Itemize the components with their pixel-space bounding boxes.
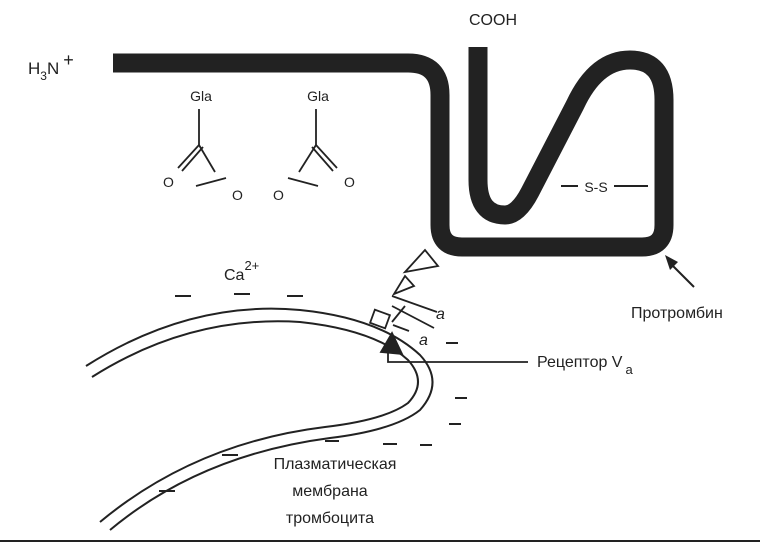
carboxylate-1	[177, 109, 227, 187]
factor-triangle-upper	[402, 248, 440, 274]
membrane-outer-line	[85, 307, 434, 531]
n-terminus-h: H	[28, 59, 40, 78]
factor-a-label-1: a	[436, 306, 445, 323]
membrane-label-line3: тромбоцита	[286, 510, 374, 527]
factor-triangle-lower	[391, 274, 416, 296]
c-terminus-label: COOH	[469, 12, 517, 29]
calcium-sup: 2+	[244, 258, 259, 273]
negative-charges	[159, 293, 467, 492]
carboxylate-1-o-right: O	[232, 187, 243, 203]
receptor-label-sub: a	[625, 362, 633, 377]
receptor-label-base: Рецептор V	[537, 354, 623, 371]
calcium-base: Ca	[224, 267, 245, 284]
prothrombin-label: Протромбин	[631, 305, 723, 322]
carboxylate-2-o-left: O	[273, 187, 284, 203]
membrane-label-line1: Плазматическая	[274, 456, 397, 473]
n-terminus-n: N	[47, 59, 59, 78]
gla-2-label: Gla	[307, 88, 329, 104]
receptor-pointer	[387, 353, 528, 363]
membrane-label-line2: мембрана	[292, 483, 368, 500]
prothrombin-chain	[113, 47, 674, 257]
disulfide-label: S-S	[584, 179, 607, 195]
receptor-va	[368, 248, 440, 356]
calcium-label: Ca2+	[224, 258, 259, 284]
n-terminus-sub: 3	[40, 69, 47, 83]
gla-1-label: Gla	[190, 88, 212, 104]
n-terminus-sup: +	[63, 50, 74, 70]
prothrombin-arrow	[665, 255, 695, 288]
membrane-inner-line	[91, 320, 419, 523]
carboxylate-1-o-left: O	[163, 174, 174, 190]
factor-a-label-2: a	[419, 332, 428, 349]
n-terminus-label: H3N+	[28, 50, 74, 83]
receptor-block	[368, 308, 392, 330]
platelet-membrane	[85, 307, 434, 531]
carboxylate-2-o-right: O	[344, 174, 355, 190]
receptor-anchor	[379, 331, 404, 356]
carboxylate-2	[287, 109, 338, 187]
